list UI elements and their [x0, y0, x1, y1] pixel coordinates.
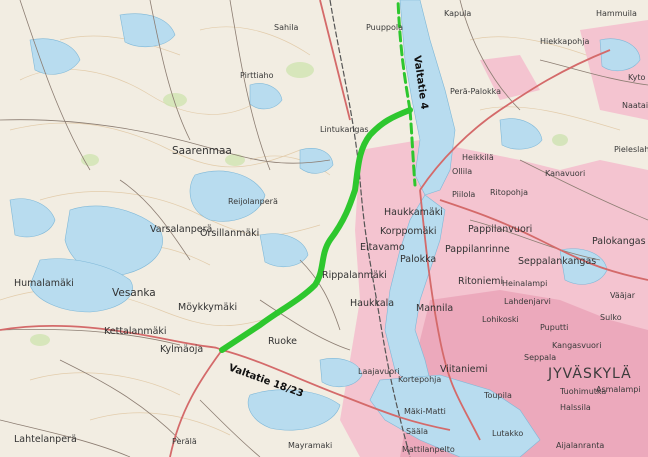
- place-label: Lahtelanperä: [14, 434, 77, 445]
- place-labels: Puuppola Sahila Kapula Hiekkapohja Hammu…: [14, 9, 648, 454]
- place-label: Aijalanranta: [556, 441, 604, 450]
- place-label: Perälä: [172, 437, 197, 446]
- place-label: Kettalanmäki: [104, 326, 167, 337]
- place-label: Mattilanpelto: [402, 445, 455, 454]
- lake-northern-arm: [399, 0, 456, 196]
- place-label: Korppomäki: [380, 226, 437, 237]
- place-label: Varsalanperä: [150, 224, 212, 235]
- route-dashed-south: [408, 108, 417, 187]
- place-label: Kanavuori: [545, 169, 585, 178]
- lake-pirttiaho: [249, 83, 283, 110]
- place-label: Pappilanrinne: [445, 244, 510, 255]
- place-label: Palokangas: [592, 236, 646, 247]
- place-label: Kylmäoja: [160, 344, 203, 355]
- place-label: Seppala: [524, 353, 556, 362]
- place-label: Saarenmaa: [172, 145, 232, 157]
- place-label: Seppalankangas: [518, 256, 596, 267]
- route-dashed-north: [396, 0, 412, 112]
- place-label: Kyto: [628, 73, 646, 82]
- place-label: Puputti: [540, 323, 568, 332]
- place-label: Sulko: [600, 313, 622, 322]
- place-label: Mannila: [416, 303, 453, 314]
- place-label: Palokka: [400, 254, 436, 265]
- lake-center-left: [259, 233, 309, 268]
- place-label: Lintukangas: [320, 125, 369, 134]
- place-label: Vesanka: [112, 287, 156, 299]
- place-label: Orsillanmäki: [200, 228, 259, 239]
- place-label: Pirttiaho: [240, 71, 274, 80]
- place-label: Heikkilä: [462, 153, 494, 162]
- place-label: Lutakko: [492, 429, 523, 438]
- place-label: Kangasvuori: [552, 341, 601, 350]
- lake-ne-corner: [599, 38, 641, 72]
- place-label: Lohikoski: [482, 315, 519, 324]
- place-label: Haukkamäki: [384, 207, 443, 218]
- place-label: Tuohimutka: [559, 387, 606, 396]
- lake-vesanka: [29, 258, 133, 313]
- place-label: Ritoniemi: [458, 276, 503, 287]
- place-label: Humalamäki: [14, 278, 74, 289]
- place-label: Hiekkapohja: [540, 37, 589, 46]
- place-label: Halssila: [560, 403, 591, 412]
- route-solid: [219, 107, 413, 353]
- lake-north-center: [119, 13, 176, 48]
- place-label: Hammuila: [596, 9, 637, 18]
- place-label: Ruoke: [268, 336, 297, 347]
- place-label: Lahdenjarvi: [504, 297, 551, 306]
- place-label: Mayramaki: [288, 441, 332, 450]
- place-label: Kapula: [444, 9, 471, 18]
- place-label: Viitaniemi: [440, 364, 488, 375]
- place-label: Laajavuori: [358, 367, 400, 376]
- place-label: Perä-Palokka: [450, 87, 501, 96]
- lake-west-small: [9, 198, 56, 238]
- place-label: Toupila: [483, 391, 512, 400]
- lake-saarenmaa: [189, 170, 266, 222]
- place-label: Sahila: [274, 23, 298, 32]
- railway: [329, 0, 411, 457]
- lake-jyvasjarvi: [369, 374, 541, 457]
- road-valtatie-4-south: [419, 189, 481, 441]
- place-label: Haukkala: [350, 298, 394, 309]
- place-label-city: JYVÄSKYLÄ: [547, 364, 632, 382]
- place-label: Rippalanmäki: [322, 270, 387, 281]
- place-label: Kortepohja: [398, 375, 441, 384]
- lake-east-north: [499, 118, 543, 150]
- place-label: Ollila: [452, 167, 472, 176]
- place-label: Reijolanperä: [228, 197, 278, 206]
- place-label: Pieleslahti: [614, 145, 648, 154]
- lake-south-center: [319, 358, 363, 388]
- place-label: Puuppola: [366, 23, 403, 32]
- lakes: [9, 0, 641, 457]
- place-label: Vääjar: [610, 291, 636, 300]
- place-label: Pappilanvuori: [468, 224, 532, 235]
- place-label: Asmalampi: [596, 385, 641, 394]
- place-label: Heinalampi: [502, 279, 547, 288]
- place-label: Naatai: [622, 101, 648, 110]
- place-label: Piilola: [452, 190, 475, 199]
- place-label: Eltavamo: [360, 242, 405, 253]
- place-label: Ritopohja: [490, 188, 528, 197]
- place-label: Mäki-Matti: [404, 407, 446, 416]
- place-label: Möykkymäki: [178, 302, 237, 313]
- place-label: Sääla: [406, 427, 428, 436]
- lake-lintukangas: [299, 148, 334, 174]
- lake-south-west: [247, 389, 341, 431]
